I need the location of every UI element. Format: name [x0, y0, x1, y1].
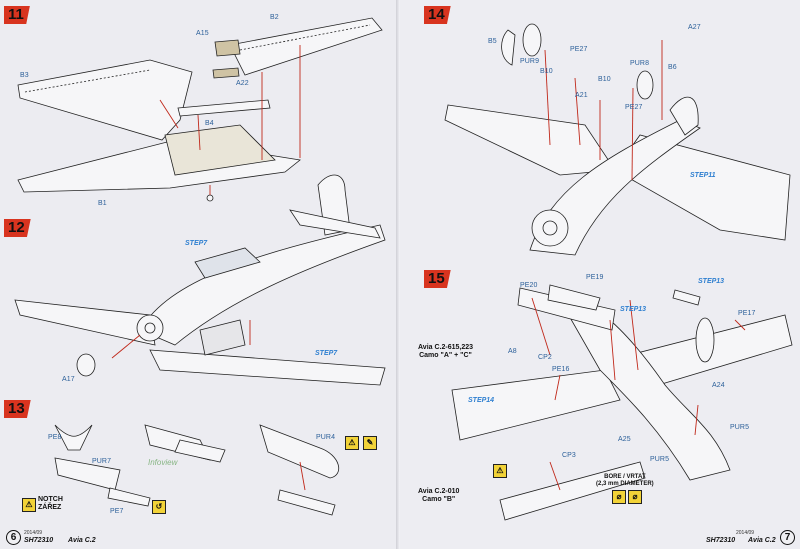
left-wing-part	[17, 59, 193, 141]
left-page: 11 12 13 A15 B2 B3 A22 B4 B1 A17 PE8 PUR…	[4, 6, 386, 545]
drill-icon-2: ⌀	[628, 490, 642, 504]
label-pur5-b: PUR5	[650, 456, 670, 463]
canopy	[194, 247, 261, 279]
sticker-step7-b: STEP7	[315, 350, 338, 357]
main-wing-right	[149, 349, 386, 386]
label-b2: B2	[270, 14, 279, 21]
variant-2-note: Avia C.2-010 Camo "B"	[418, 488, 460, 503]
left-page-drawings	[14, 17, 386, 516]
page-number-left: 6	[6, 530, 21, 545]
right-page: 14 15 A27 B5 PE27 PUR9 B10 PUR8 B6 B10 A…	[400, 0, 800, 549]
tail-underside	[669, 96, 699, 136]
gear-door-b5	[501, 29, 516, 66]
part-pe7	[107, 487, 151, 507]
variant-1-note: Avia C.2-615,223 Camo "A" + "C"	[418, 344, 473, 359]
fuselage	[139, 224, 386, 346]
part-gear-leg-2	[174, 439, 226, 463]
variant-icon: ⚠	[493, 464, 507, 478]
label-pur8: PUR8	[630, 60, 650, 67]
label-b10-b: B10	[598, 76, 611, 83]
label-b4: B4	[205, 120, 214, 127]
footer-code-left: SH72310	[24, 537, 54, 544]
label-pe19: PE19	[586, 274, 604, 281]
label-pe27-b: PE27	[625, 104, 643, 111]
label-a15: A15	[196, 30, 209, 37]
step-15-badge: 15	[424, 270, 451, 288]
label-cp2: CP2	[538, 354, 552, 361]
underside-wing-right	[614, 134, 791, 241]
notch-label: NOTCH ZÁŘEZ	[38, 496, 63, 511]
page-number-right: 7	[780, 530, 795, 545]
label-b1: B1	[98, 200, 107, 207]
assembly-arrows-right	[531, 40, 746, 491]
part-bomb	[259, 424, 340, 479]
bend-icon: ↺	[152, 500, 166, 514]
label-pe17: PE17	[738, 310, 756, 317]
step-14-badge: 14	[424, 6, 451, 24]
wheel-pur8	[636, 70, 654, 100]
label-pe27-a: PE27	[570, 46, 588, 53]
label-b6: B6	[668, 64, 677, 71]
glue-icon: ⚠	[345, 436, 359, 450]
part-rack	[277, 489, 336, 516]
label-b10-a: B10	[540, 68, 553, 75]
label-pe7: PE7	[110, 508, 124, 515]
prop-disc	[695, 317, 715, 363]
label-pe16: PE16	[552, 366, 570, 373]
top-wing-left	[451, 369, 621, 441]
sticker-step13-b: STEP13	[698, 278, 725, 285]
step-12-badge: 12	[4, 219, 31, 237]
main-wing-left	[14, 299, 156, 346]
label-pur9: PUR9	[520, 58, 540, 65]
wheel-a17	[76, 353, 96, 377]
label-a22: A22	[236, 80, 249, 87]
label-a24: A24	[712, 382, 725, 389]
footer-title-left: Avia C.2	[68, 537, 96, 544]
right-wing-part	[229, 17, 383, 76]
notch-icon: ⚠	[22, 498, 36, 512]
top-tail	[547, 284, 601, 311]
label-a21: A21	[575, 92, 588, 99]
sticker-step7-a: STEP7	[185, 240, 208, 247]
label-pur5-a: PUR5	[730, 424, 750, 431]
part-b4	[177, 99, 271, 117]
footer-date-right: 2014/09	[736, 530, 755, 536]
label-b3: B3	[20, 72, 29, 79]
label-b5: B5	[488, 38, 497, 45]
label-a17: A17	[62, 376, 75, 383]
drill-icon: ⌀	[612, 490, 626, 504]
paint-icon: ✎	[363, 436, 377, 450]
step-11-badge: 11	[4, 6, 30, 24]
step-13-badge: 13	[4, 400, 31, 418]
part-a22	[212, 67, 240, 79]
label-pur4: PUR4	[316, 434, 336, 441]
label-a27: A27	[688, 24, 701, 31]
underside-wing-left	[444, 104, 616, 176]
wheel-pur9	[522, 23, 542, 57]
sticker-step13-a: STEP13	[620, 306, 647, 313]
label-pe8: PE8	[48, 434, 62, 441]
footer-date-left: 2014/09	[24, 530, 43, 536]
bore-note: BORE / VRTAT (2,3 mm DIAMETER)	[596, 474, 654, 487]
sticker-step11: STEP11	[690, 172, 716, 179]
part-small-1	[206, 194, 214, 202]
footer-title-right: Avia C.2	[748, 537, 776, 544]
label-a25: A25	[618, 436, 631, 443]
label-a8: A8	[508, 348, 517, 355]
lower-wing-detail	[499, 461, 646, 521]
assembly-arrows	[111, 45, 306, 491]
wing-root-insert	[164, 124, 276, 176]
label-pur7: PUR7	[92, 458, 112, 465]
sticker-step14: STEP14	[468, 397, 495, 404]
part-pe8	[54, 424, 93, 451]
part-a15	[214, 39, 241, 57]
footer-code-right: SH72310	[706, 537, 736, 544]
label-cp3: CP3	[562, 452, 576, 459]
bomb-part	[672, 289, 701, 306]
right-page-drawings	[444, 23, 793, 521]
watermark: Infoview	[148, 458, 178, 467]
tail-plane	[289, 209, 381, 239]
label-pe20: PE20	[520, 282, 538, 289]
